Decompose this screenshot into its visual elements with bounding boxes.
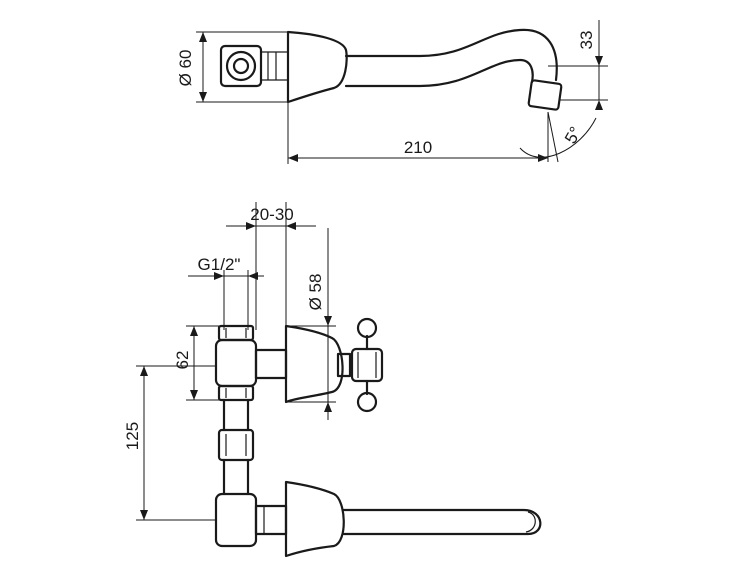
top-aerator xyxy=(527,79,563,111)
top-connector-nut xyxy=(219,44,263,88)
top-dimension-lines xyxy=(196,20,608,164)
top-wall-plate xyxy=(286,30,348,104)
top-view xyxy=(219,28,563,111)
lower-wall-plate xyxy=(284,480,345,558)
side-view xyxy=(214,317,542,558)
lower-tee-body xyxy=(214,492,258,548)
dim-angle-5: 5° xyxy=(561,123,586,147)
dim-diameter-58: Ø 58 xyxy=(306,274,325,311)
dim-length-210: 210 xyxy=(404,138,432,157)
dim-height-125: 125 xyxy=(123,422,142,450)
valve-knob-bottom xyxy=(356,391,378,413)
upper-tee-body xyxy=(214,338,258,388)
valve-stem xyxy=(336,352,352,378)
side-dimension-lines xyxy=(136,202,336,521)
dim-thread-g12: G1/2" xyxy=(198,255,241,274)
dim-height-33: 33 xyxy=(577,31,596,50)
top-spout xyxy=(344,28,558,82)
upper-wall-plate xyxy=(284,324,344,404)
side-spout xyxy=(342,508,542,536)
dim-offset-20-30: 20-30 xyxy=(250,205,293,224)
dim-height-62: 62 xyxy=(173,351,192,370)
top-nut-ring xyxy=(225,50,257,82)
valve-knob-top xyxy=(356,317,378,339)
dim-diameter-60: Ø 60 xyxy=(176,50,195,87)
valve-hub xyxy=(350,347,384,383)
top-nut-bore xyxy=(232,57,250,75)
middle-coupling xyxy=(217,428,255,462)
